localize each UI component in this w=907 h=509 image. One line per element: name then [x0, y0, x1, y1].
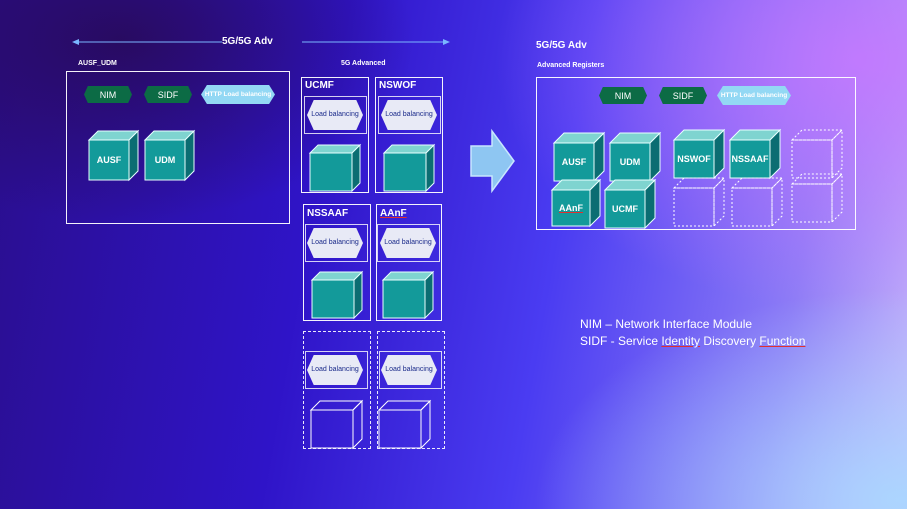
- right-sidf-pill: SIDF: [659, 87, 707, 104]
- aanf-label: AAnF: [380, 208, 407, 219]
- right-http-lb-pill: HTTP Load balancing: [717, 86, 791, 105]
- nswof-label: NSWOF: [379, 80, 417, 91]
- lb-ucmf: Load balancing: [307, 100, 363, 130]
- right-ausf-cube: AUSF: [552, 131, 606, 183]
- nswof-box: [375, 77, 443, 193]
- udm-cube: UDM: [143, 129, 196, 182]
- aanf-box: [376, 204, 442, 321]
- lb-placeholder-1: Load balancing: [307, 355, 363, 385]
- ausf-cube-label: AUSF: [96, 155, 122, 165]
- legend-nim: NIM – Network Interface Module: [580, 317, 753, 331]
- right-nswof-cube: NSWOF: [672, 128, 726, 180]
- right-empty-cube-4: [790, 172, 844, 224]
- legend: NIM – Network Interface Module SIDF - Se…: [580, 316, 805, 350]
- ausf-cube: AUSF: [87, 129, 140, 182]
- lb-aanf: Load balancing: [380, 228, 436, 258]
- lb-frame-aanf: [377, 224, 440, 262]
- nssaaf-label: NSSAAF: [307, 208, 349, 219]
- right-empty-cube-2: [672, 176, 726, 228]
- advanced-registers-box: NIM SIDF HTTP Load balancing: [536, 77, 856, 230]
- right-nssaaf-cube-label: NSSAAF: [731, 154, 769, 164]
- aanf-cube: [381, 270, 435, 320]
- right-ucmf-cube-label: UCMF: [612, 204, 638, 214]
- right-nswof-cube-label: NSWOF: [677, 154, 711, 164]
- left-header: 5G/5G Adv: [222, 36, 273, 47]
- right-empty-cube-3: [730, 176, 784, 228]
- udm-cube-label: UDM: [154, 155, 176, 165]
- ucmf-cube: [308, 143, 362, 193]
- placeholder-cube-2: [377, 399, 432, 450]
- right-ausf-cube-label: AUSF: [561, 157, 587, 167]
- lb-frame-placeholder-1: [305, 351, 368, 389]
- right-nssaaf-cube: NSSAAF: [728, 128, 782, 180]
- lb-frame-placeholder-2: [379, 351, 442, 389]
- right-nim-pill: NIM: [599, 87, 647, 104]
- ausf-udm-box: NIM SIDF HTTP Load balancing: [66, 71, 290, 224]
- lb-frame-nssaaf: [305, 224, 368, 262]
- right-ucmf-cube: UCMF: [603, 178, 657, 230]
- ucmf-label: UCMF: [305, 80, 334, 91]
- nim-pill: NIM: [84, 86, 132, 103]
- lb-nssaaf: Load balancing: [307, 228, 363, 258]
- right-udm-cube: UDM: [608, 131, 662, 183]
- transition-arrow-icon: [470, 128, 515, 194]
- sidf-pill: SIDF: [144, 86, 192, 103]
- placeholder-cube-1: [309, 399, 364, 450]
- advanced-registers-label: Advanced Registers: [537, 62, 605, 69]
- right-udm-cube-label: UDM: [619, 157, 641, 167]
- header-arrow-line: [72, 39, 450, 45]
- lb-frame-ucmf: [304, 96, 367, 134]
- right-header: 5G/5G Adv: [536, 40, 587, 51]
- lb-frame-nswof: [378, 96, 441, 134]
- right-empty-cube-1: [790, 128, 844, 180]
- right-aanf-cube-label: AAnF: [559, 203, 583, 213]
- nswof-cube: [382, 143, 436, 193]
- middle-header: 5G Advanced: [341, 60, 386, 67]
- lb-nswof: Load balancing: [381, 100, 437, 130]
- lb-placeholder-2: Load balancing: [381, 355, 437, 385]
- right-aanf-cube: AAnF: [550, 178, 602, 228]
- legend-sidf: SIDF - Service Identity Discovery Functi…: [580, 334, 806, 348]
- http-lb-pill: HTTP Load balancing: [201, 85, 275, 104]
- nssaaf-cube: [310, 270, 364, 320]
- ausf-udm-label: AUSF_UDM: [78, 60, 117, 67]
- ucmf-box: [301, 77, 369, 193]
- nssaaf-box: [303, 204, 371, 321]
